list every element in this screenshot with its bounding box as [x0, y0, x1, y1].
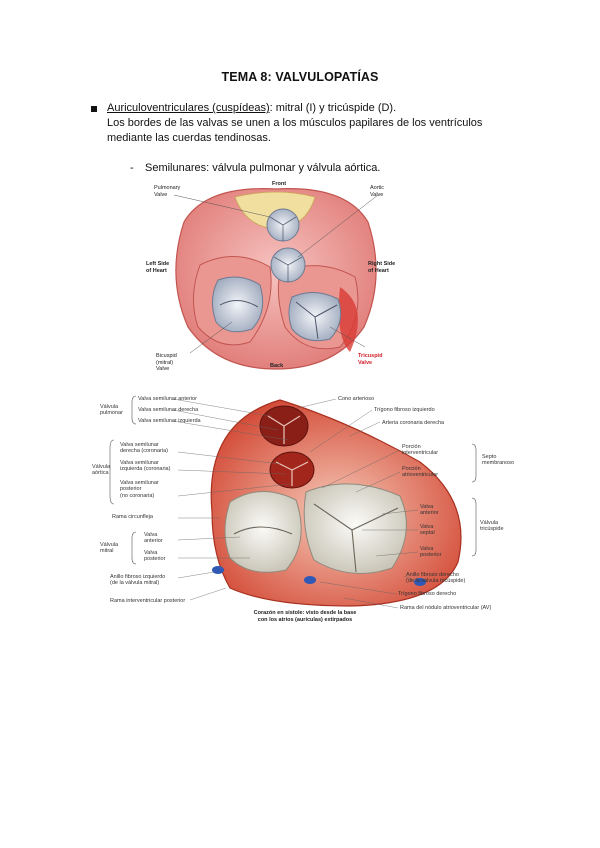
fig2-left-label-2: Valva semilunar derecha: [138, 407, 199, 413]
fig2-group-aortica: Válvula aórtica: [92, 464, 111, 477]
fig2-left-label-9: Valva posterior: [144, 550, 166, 563]
fig2-right-label-4: Porción interventricular: [402, 444, 439, 457]
label-front: Front: [272, 181, 287, 187]
fig2-right-label-11: Rama del nódulo atrioventricular (AV): [400, 605, 492, 611]
fig2-group-pulmonar: Válvula pulmonar: [100, 404, 123, 417]
fig2-group-septo: Septo membranoso: [482, 454, 515, 467]
label-bicuspid-valve: Bicuspid (mitral) Valve: [156, 353, 177, 372]
bullet-description: Los bordes de las valvas se unen a los m…: [107, 117, 483, 144]
fig2-right-label-8: Valva posterior: [420, 546, 442, 559]
fig2-right-label-2: Trígono fibroso izquierdo: [374, 407, 435, 413]
label-pulmonary-valve: Pulmonary Valve: [154, 185, 181, 198]
fig2-left-label-5: Valva semilunar izquierda (coronaria): [120, 460, 171, 473]
label-left-side: Left Side of Heart: [146, 261, 170, 274]
heart-valves-illustration-2: [109, 395, 477, 609]
label-right-side: Right Side of Heart: [368, 261, 396, 274]
fig2-right-label-6: Valva anterior: [420, 504, 439, 517]
dash-marker: -: [130, 162, 134, 174]
label-tricuspid-valve: Tricuspid Valve: [358, 353, 383, 366]
heart-valves-figure-1: Front Pulmonary Valve Aortic Valve Left …: [140, 177, 410, 377]
fig2-left-label-6: Valva semilunar posterior (no coronaria): [120, 480, 159, 499]
bullet-lead: Auriculoventriculares (cuspídeas): [107, 102, 270, 114]
fig2-right-label-5: Porción atrioventricular: [402, 466, 439, 479]
label-back: Back: [270, 363, 284, 369]
fig2-left-label-11: Rama interventricular posterior: [110, 598, 186, 604]
heart-valves-figure-2: Valva semilunar anterior Valva semilunar…: [92, 392, 516, 624]
fig2-caption: Corazón en sístole: visto desde la base …: [253, 610, 357, 623]
fig2-left-label-7: Rama circunfleja: [112, 514, 153, 520]
fig2-left-label-3: Valva semilunar izquierda: [138, 418, 201, 424]
fig2-left-label-1: Valva semilunar anterior: [138, 396, 197, 402]
fig2-right-label-3: Arteria coronaria derecha: [382, 420, 445, 426]
dash-item-text: Semilunares: válvula pulmonar y válvula …: [145, 162, 381, 174]
fig2-group-mitral: Válvula mitral: [100, 542, 119, 555]
fig2-right-label-9: Anillo fibroso derecho (de la válvula tr…: [406, 572, 466, 585]
fig2-right-label-7: Valva septal: [420, 524, 435, 537]
bullet-lead-rest: : mitral (I) y tricúspide (D).: [269, 102, 397, 114]
bullet-text: Auriculoventriculares (cuspídeas): mitra…: [107, 101, 487, 146]
page-title: TEMA 8: VALVULOPATÍAS: [221, 70, 379, 84]
fig2-left-label-10: Anillo fibroso izquierdo (de la válvula …: [110, 574, 166, 587]
bullet-square-icon: [91, 106, 97, 112]
dash-item-semilunar: - Semilunares: válvula pulmonar y válvul…: [130, 162, 380, 174]
heart-valves-illustration-1: [173, 188, 379, 370]
fig2-group-tricuspide: Válvula tricúspide: [480, 520, 504, 533]
fig2-left-label-4: Valva semilunar derecha (coronaria): [120, 442, 168, 455]
fig2-right-label-1: Cono arterioso: [338, 396, 375, 402]
fig2-left-label-8: Valva anterior: [144, 532, 163, 545]
label-aortic-valve: Aortic Valve: [370, 185, 385, 198]
bullet-item-av-valves: Auriculoventriculares (cuspídeas): mitra…: [91, 101, 487, 146]
fig2-right-label-10: Trígono fibroso derecho: [398, 591, 457, 597]
